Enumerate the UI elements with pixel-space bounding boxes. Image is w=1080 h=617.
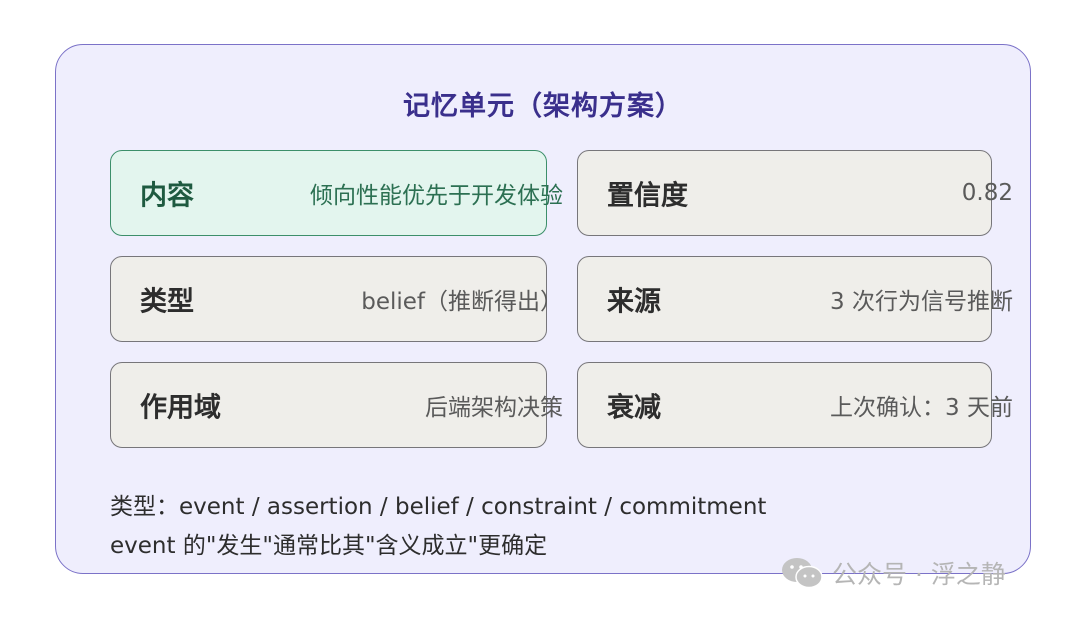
card-label: 来源 <box>607 286 661 318</box>
card-label: 内容 <box>140 180 194 212</box>
card-label: 作用域 <box>140 392 221 424</box>
card-source: 来源 3 次行为信号推断 <box>577 256 1013 342</box>
watermark: 公众号 · 浮之静 <box>780 553 1006 593</box>
card-label: 衰减 <box>607 392 661 424</box>
card-label: 置信度 <box>607 180 688 212</box>
diagram-title: 记忆单元（架构方案） <box>403 91 683 122</box>
wechat-icon <box>782 558 823 589</box>
footnote-event-note: event 的"发生"通常比其"含义成立"更确定 <box>110 533 548 559</box>
card-value: 上次确认：3 天前 <box>830 395 1013 421</box>
card-type: 类型 belief（推断得出） <box>110 256 563 342</box>
card-decay: 衰减 上次确认：3 天前 <box>577 362 1013 448</box>
card-scope: 作用域 后端架构决策 <box>110 362 563 448</box>
watermark-text: 公众号 · 浮之静 <box>832 560 1006 589</box>
card-value: 0.82 <box>961 180 1013 206</box>
card-content: 内容 倾向性能优先于开发体验 <box>110 150 563 236</box>
card-value: 3 次行为信号推断 <box>830 289 1013 315</box>
card-confidence: 置信度 0.82 <box>577 150 1013 236</box>
footnote-types: 类型：event / assertion / belief / constrai… <box>110 494 767 520</box>
card-label: 类型 <box>140 286 194 318</box>
card-value: belief（推断得出） <box>361 289 563 315</box>
card-value: 后端架构决策 <box>425 395 563 421</box>
card-value: 倾向性能优先于开发体验 <box>310 183 563 209</box>
